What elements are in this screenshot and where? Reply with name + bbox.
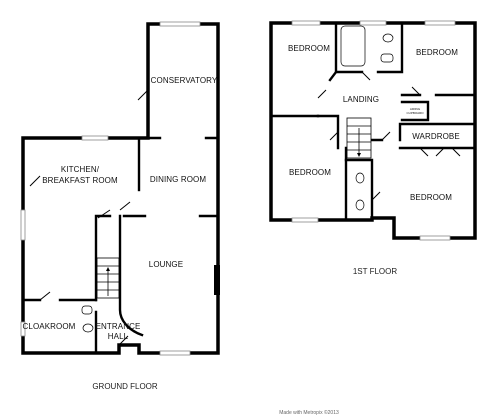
bedroom-se-window: [419, 235, 451, 241]
bathroom-door: [361, 71, 371, 81]
credit-text: Made with Metropix ©2013: [279, 409, 339, 416]
bedroom-se-door: [381, 131, 391, 141]
entrance-hall-label-line1: ENTRANCE: [96, 322, 141, 331]
conservatory-window: [159, 21, 201, 27]
bathroom-window: [359, 20, 387, 26]
lounge-label: LOUNGE: [149, 260, 183, 269]
lounge-bottom-window: [159, 350, 191, 356]
conservatory-door: [137, 89, 149, 101]
conservatory-label: CONSERVATORY: [151, 76, 218, 85]
bedroom-nw-door: [317, 89, 327, 99]
bedroom-ne-door: [411, 86, 421, 96]
ground-floor-label: GROUND FLOOR: [92, 382, 158, 391]
ensuite-door: [371, 191, 381, 201]
cloakroom-door: [39, 291, 51, 301]
ensuite-basin: [355, 199, 365, 211]
kitchen-left-window: [20, 209, 26, 241]
kitchen-door: [29, 175, 41, 187]
entrance-hall-label-line2: HALL: [108, 332, 129, 341]
hall-wall: [94, 214, 112, 355]
ground-floor-plan: CONSERVATORY KITCHEN/ BREAKFAST ROOM DIN…: [20, 21, 220, 391]
dining-door: [119, 201, 131, 211]
airing-cupboard-label-line2: CUPBOARD: [406, 111, 424, 115]
bathroom-basin: [380, 53, 394, 63]
kitchen-label-line2: BREAKFAST ROOM: [42, 176, 118, 185]
kitchen-top-window: [81, 135, 109, 141]
bedroom-ne-label: BEDROOM: [416, 48, 458, 57]
airing-cupboard-label-line1: AIRING: [410, 107, 421, 111]
wardrobe-label: WARDROBE: [412, 132, 460, 141]
fireplace: [214, 265, 220, 295]
hall-door: [97, 209, 111, 219]
bedroom-nw-label: BEDROOM: [288, 44, 330, 53]
bedroom-nw-window: [291, 20, 321, 26]
bedroom-sw-window: [291, 217, 319, 223]
cloakroom-toilet: [82, 323, 94, 333]
cloakroom-window: [20, 321, 26, 337]
cloakroom-basin: [81, 305, 93, 315]
bedroom-se-label: BEDROOM: [410, 193, 452, 202]
wardrobe-wall: [398, 122, 477, 150]
bedroom-nw-right-wall: [328, 70, 338, 82]
dining-room-label: DINING ROOM: [150, 175, 206, 184]
stair-block-wall: [344, 138, 384, 220]
ground-staircase: [96, 257, 120, 299]
bedroom-ne-window: [424, 20, 456, 26]
bedroom-sw-door: [329, 131, 339, 141]
front-door: [118, 335, 129, 346]
hall-lounge-wall: [118, 214, 144, 337]
bedroom-sw-label: BEDROOM: [289, 168, 331, 177]
ensuite-toilet: [355, 172, 365, 184]
airing-cupboard-wall: [400, 100, 430, 122]
wardrobe-doors: [419, 147, 461, 157]
cloakroom-label: CLOAKROOM: [23, 322, 76, 331]
bath: [340, 25, 366, 67]
landing-label: LANDING: [343, 95, 379, 104]
first-floor-staircase: [346, 117, 372, 159]
first-floor-plan: BEDROOM BEDROOM LANDING AIRING CUPBOARD …: [269, 20, 477, 276]
first-floor-label: 1ST FLOOR: [353, 267, 398, 276]
kitchen-label-line1: KITCHEN/: [61, 165, 100, 174]
bathroom-toilet: [382, 33, 394, 43]
